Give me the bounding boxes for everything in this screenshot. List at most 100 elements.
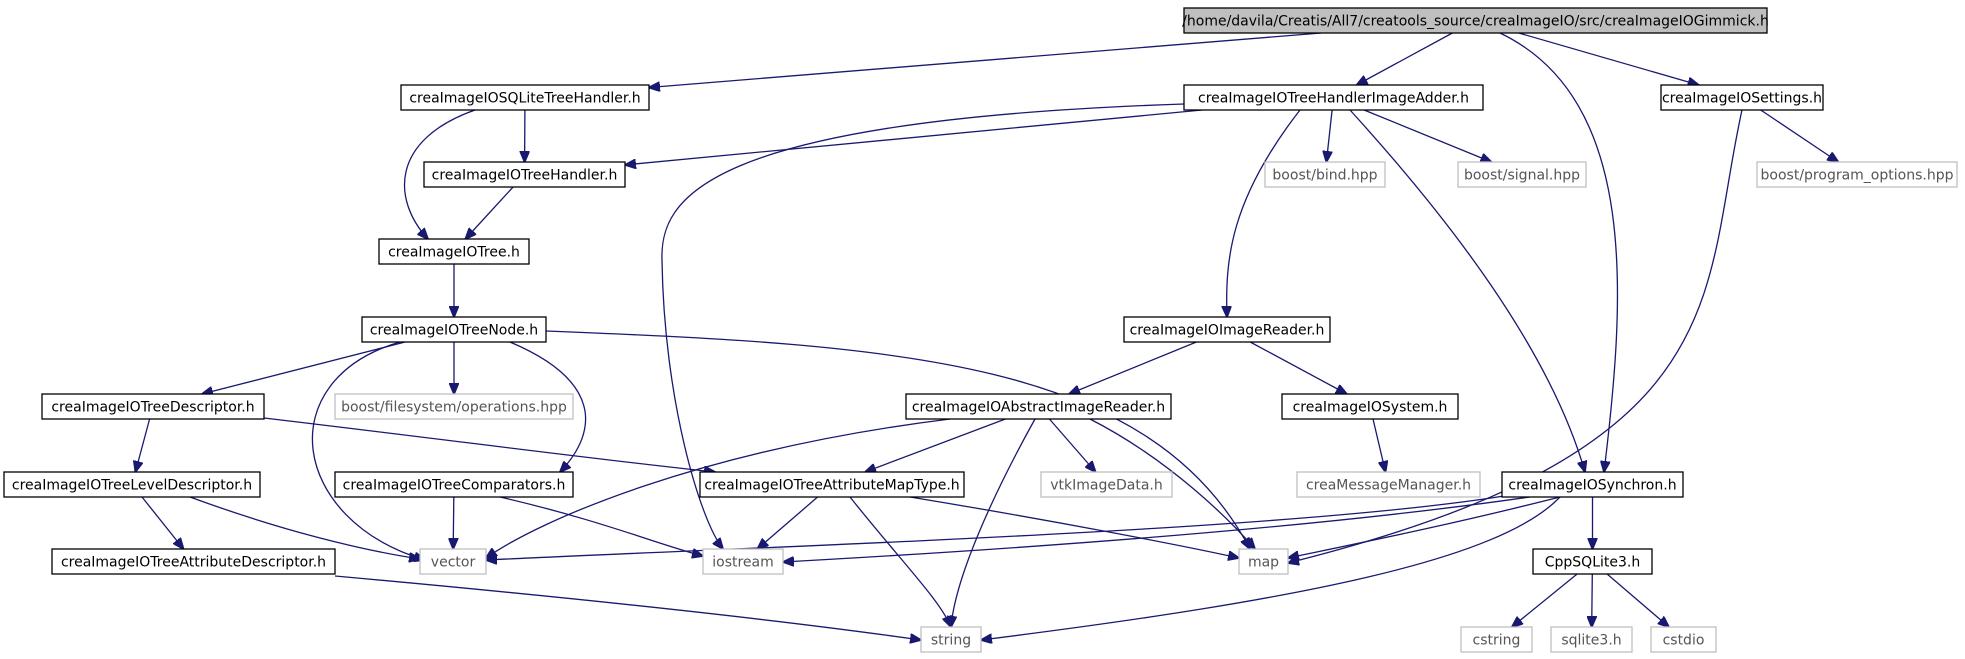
node-iostream: iostream: [702, 548, 784, 575]
node-label: creaImageIOSynchron.h: [1508, 478, 1676, 494]
edge-synchron-to-map: [1288, 496, 1561, 558]
edge-attr_map-to-map: [909, 496, 1239, 558]
edge-image_reader-to-system: [1249, 341, 1347, 394]
node-attr_map[interactable]: creaImageIOTreeAttributeMapType.h: [699, 471, 965, 498]
node-box: [423, 161, 626, 188]
node-label: vtkImageData.h: [1050, 478, 1162, 494]
node-tree[interactable]: creaImageIOTree.h: [378, 238, 530, 265]
node-abstract_reader[interactable]: creaImageIOAbstractImageReader.h: [905, 393, 1172, 420]
node-tree_handler[interactable]: creaImageIOTreeHandler.h: [423, 161, 626, 188]
edges-layer: [135, 32, 1839, 640]
node-label: map: [1248, 555, 1279, 571]
edge-level_descriptor-to-attr_descriptor: [141, 496, 184, 549]
edge-attr_descriptor-to-string: [334, 575, 921, 640]
edge-tree_descriptor-to-level_descriptor: [135, 418, 151, 472]
node-synchron[interactable]: creaImageIOSynchron.h: [1501, 471, 1684, 498]
node-label: boost/bind.hpp: [1272, 168, 1377, 184]
edge-handler_adder-to-tree_handler: [625, 109, 1203, 165]
edge-abstract_reader-to-string: [951, 418, 1036, 627]
node-box: [1457, 161, 1587, 188]
node-label: boost/program_options.hpp: [1761, 168, 1954, 184]
node-level_descriptor[interactable]: creaImageIOTreeLevelDescriptor.h: [3, 471, 261, 498]
node-map: map: [1238, 548, 1289, 575]
node-box: [1183, 7, 1768, 34]
node-comparators[interactable]: creaImageIOTreeComparators.h: [334, 471, 574, 498]
edge-synchron-to-iostream: [783, 496, 1531, 562]
edge-sqlite_handler-to-tree: [403, 109, 476, 239]
node-label: creaImageIOTreeHandler.h: [432, 168, 618, 184]
node-boost_fs: boost/filesystem/operations.hpp: [334, 393, 574, 420]
node-label: boost/signal.hpp: [1464, 168, 1580, 184]
edge-handler_adder-to-iostream: [661, 103, 1185, 549]
node-box: [1040, 471, 1173, 498]
edge-comparators-to-iostream: [499, 496, 703, 556]
edge-tree_node-to-comparators: [509, 341, 587, 472]
node-attr_descriptor[interactable]: creaImageIOTreeAttributeDescriptor.h: [51, 548, 336, 575]
node-cstdio: cstdio: [1650, 626, 1717, 653]
node-box: [378, 238, 530, 265]
node-label: creaImageIOTreeComparators.h: [343, 478, 566, 494]
edge-cppsqlite-to-cstring: [1512, 573, 1578, 627]
node-label: creaMessageManager.h: [1306, 478, 1471, 494]
edge-settings-to-map: [1288, 109, 1743, 563]
node-box: [702, 548, 784, 575]
node-vector: vector: [419, 548, 487, 575]
node-tree_node[interactable]: creaImageIOTreeNode.h: [361, 316, 547, 343]
node-label: sqlite3.h: [1561, 633, 1621, 649]
node-boost_bind: boost/bind.hpp: [1264, 161, 1386, 188]
node-system[interactable]: creaImageIOSystem.h: [1281, 393, 1459, 420]
node-box: [1183, 84, 1484, 111]
node-label: creaImageIOTreeLevelDescriptor.h: [12, 478, 252, 494]
node-label: creaImageIOTreeHandlerImageAdder.h: [1198, 91, 1469, 107]
node-sqlite_handler[interactable]: creaImageIOSQLiteTreeHandler.h: [400, 84, 650, 111]
node-label: iostream: [712, 555, 774, 571]
node-box: [1296, 471, 1481, 498]
edge-system-to-msg_manager: [1372, 418, 1386, 472]
node-label: creaImageIOTree.h: [388, 245, 520, 261]
edge-handler_adder-to-synchron: [1349, 109, 1585, 472]
node-box: [334, 471, 574, 498]
edge-settings-to-boost_po: [1760, 109, 1839, 162]
node-tree_descriptor[interactable]: creaImageIOTreeDescriptor.h: [41, 393, 265, 420]
node-box: [41, 393, 265, 420]
edge-abstract_reader-to-map: [1089, 418, 1255, 549]
node-label: creaImageIOAbstractImageReader.h: [912, 400, 1165, 416]
node-image_reader[interactable]: creaImageIOImageReader.h: [1123, 316, 1331, 343]
node-settings[interactable]: creaImageIOSettings.h: [1660, 84, 1824, 111]
node-label: cstdio: [1663, 633, 1705, 649]
edge-comparators-to-vector: [453, 496, 454, 549]
edge-cppsqlite-to-cstdio: [1606, 573, 1669, 627]
edge-tree_node-to-vector: [311, 341, 425, 560]
node-vtk: vtkImageData.h: [1040, 471, 1173, 498]
node-box: [361, 316, 547, 343]
node-label: vector: [431, 555, 476, 571]
edge-handler_adder-to-boost_bind: [1326, 109, 1333, 162]
node-gimmick[interactable]: /home/davila/Creatis/All7/creatools_sour…: [1182, 7, 1769, 34]
edge-gimmick-to-sqlite_handler: [649, 32, 1322, 88]
node-box: [1238, 548, 1289, 575]
node-boost_po: boost/program_options.hpp: [1756, 161, 1958, 188]
edge-synchron-to-string: [981, 496, 1561, 640]
node-box: [1532, 548, 1653, 575]
node-cppsqlite[interactable]: CppSQLite3.h: [1532, 548, 1653, 575]
nodes-layer: /home/davila/Creatis/All7/creatools_sour…: [3, 7, 1958, 653]
node-label: /home/davila/Creatis/All7/creatools_sour…: [1182, 14, 1769, 30]
edge-level_descriptor-to-vector: [189, 496, 420, 559]
node-label: boost/filesystem/operations.hpp: [341, 400, 567, 416]
node-box: [905, 393, 1172, 420]
node-handler_adder[interactable]: creaImageIOTreeHandlerImageAdder.h: [1183, 84, 1484, 111]
node-label: creaImageIOSQLiteTreeHandler.h: [409, 91, 640, 107]
node-box: [920, 626, 982, 653]
node-box: [334, 393, 574, 420]
node-box: [1550, 626, 1633, 653]
edge-cppsqlite-to-sqlite3: [1592, 573, 1593, 627]
edge-handler_adder-to-boost_signal: [1363, 109, 1491, 162]
node-label: creaImageIOSystem.h: [1293, 400, 1448, 416]
edge-attr_map-to-iostream: [757, 496, 819, 549]
edge-gimmick-to-synchron: [1499, 32, 1619, 472]
node-box: [1660, 84, 1824, 111]
node-label: CppSQLite3.h: [1545, 555, 1640, 571]
node-msg_manager: creaMessageManager.h: [1296, 471, 1481, 498]
node-box: [1756, 161, 1958, 188]
